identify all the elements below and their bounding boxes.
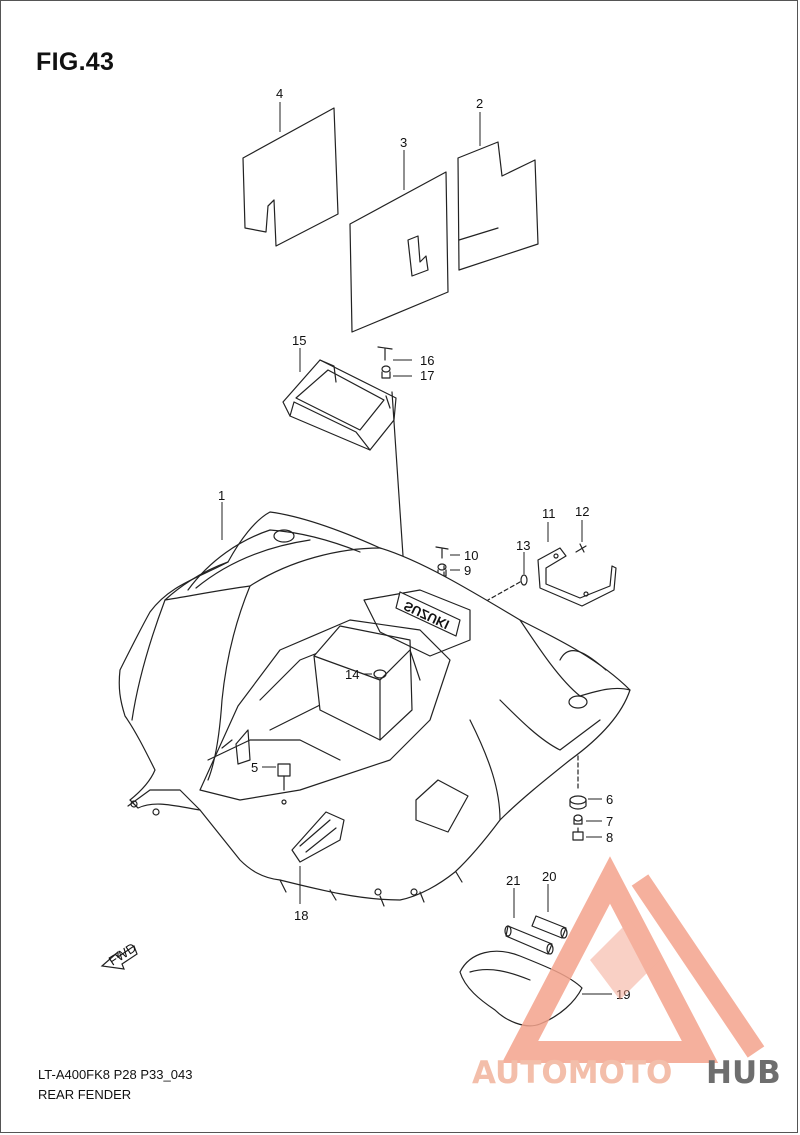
part-4-decal[interactable]	[242, 107, 339, 247]
callout-3: 3	[400, 135, 407, 150]
part-15-tray[interactable]	[282, 359, 397, 451]
figure-title: FIG.43	[36, 48, 115, 76]
figure-code: LT-A400FK8 P28 P33_043	[38, 1067, 193, 1082]
callout-18: 18	[294, 908, 308, 923]
callout-1: 1	[218, 488, 225, 503]
part-11-bracket[interactable]	[537, 547, 617, 607]
part-8-bolt[interactable]	[572, 827, 584, 841]
callout-5: 5	[251, 760, 258, 775]
callout-2: 2	[476, 96, 483, 111]
watermark-text-part2: HUB	[706, 1055, 781, 1091]
callout-13: 13	[516, 538, 530, 553]
part-20-tube[interactable]	[531, 915, 568, 939]
part-6-grommet[interactable]	[569, 795, 587, 810]
automotohub-watermark: AUTOMOTO HUB	[472, 856, 781, 1091]
part-12-bolt[interactable]	[575, 543, 587, 553]
callout-14: 14	[345, 667, 359, 682]
part-17-nut[interactable]	[381, 365, 391, 379]
callout-8: 8	[606, 830, 613, 845]
part-7-collar[interactable]	[573, 814, 583, 825]
callout-6: 6	[606, 792, 613, 807]
callout-17: 17	[420, 368, 434, 383]
part-10-screw[interactable]	[435, 546, 449, 559]
part-3-decal[interactable]	[349, 171, 449, 333]
callout-20: 20	[542, 869, 556, 884]
part-21-tube[interactable]	[504, 925, 554, 955]
callout-16: 16	[420, 353, 434, 368]
part-1-rear-fender[interactable]	[118, 511, 631, 907]
callout-9: 9	[464, 563, 471, 578]
callout-15: 15	[292, 333, 306, 348]
figure-name: REAR FENDER	[38, 1087, 132, 1102]
callout-12: 12	[575, 504, 589, 519]
callout-11: 11	[542, 506, 556, 521]
callout-4: 4	[276, 86, 283, 101]
callout-10: 10	[464, 548, 478, 563]
part-2-decal[interactable]	[457, 141, 539, 271]
callout-21: 21	[506, 873, 520, 888]
part-13-washer[interactable]	[520, 574, 528, 586]
part-16-screw[interactable]	[377, 346, 393, 361]
callout-7: 7	[606, 814, 613, 829]
fwd-arrow: FWD	[100, 940, 139, 970]
watermark-text-part1: AUTOMOTO	[472, 1055, 672, 1091]
